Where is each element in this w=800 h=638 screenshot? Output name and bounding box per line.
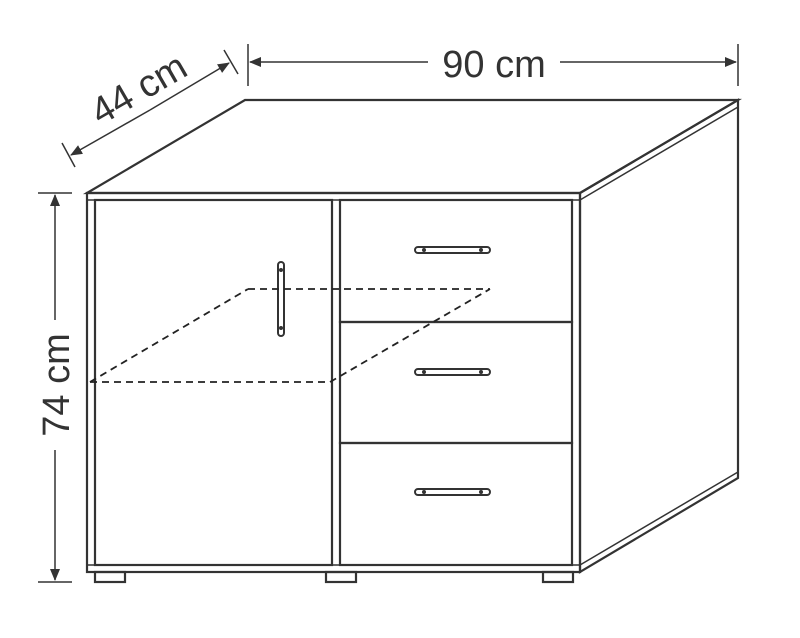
drawer-handle-1: [414, 246, 491, 254]
drawer-2: [338, 320, 574, 445]
drawer-3: [338, 441, 574, 567]
width-label: 90 cm: [442, 44, 545, 86]
depth-label: 44 cm: [84, 46, 195, 134]
front-frame: [85, 191, 582, 574]
drawer-handle-2: [414, 368, 491, 376]
right-side-face: [578, 98, 740, 574]
width-dimension: 90 cm: [247, 44, 739, 86]
height-label: 74 cm: [36, 333, 78, 436]
cabinet: [82, 98, 743, 584]
foot-left: [93, 570, 127, 584]
depth-dimension: 44 cm: [61, 42, 239, 168]
foot-middle: [324, 570, 358, 584]
drawer-1: [338, 198, 574, 324]
height-dimension: 74 cm: [36, 192, 78, 583]
door-handle: [277, 261, 285, 337]
hidden-shelf-outline: [89, 288, 491, 383]
drawer-handle-3: [414, 488, 491, 496]
foot-right: [541, 570, 575, 584]
top-face: [82, 98, 743, 195]
